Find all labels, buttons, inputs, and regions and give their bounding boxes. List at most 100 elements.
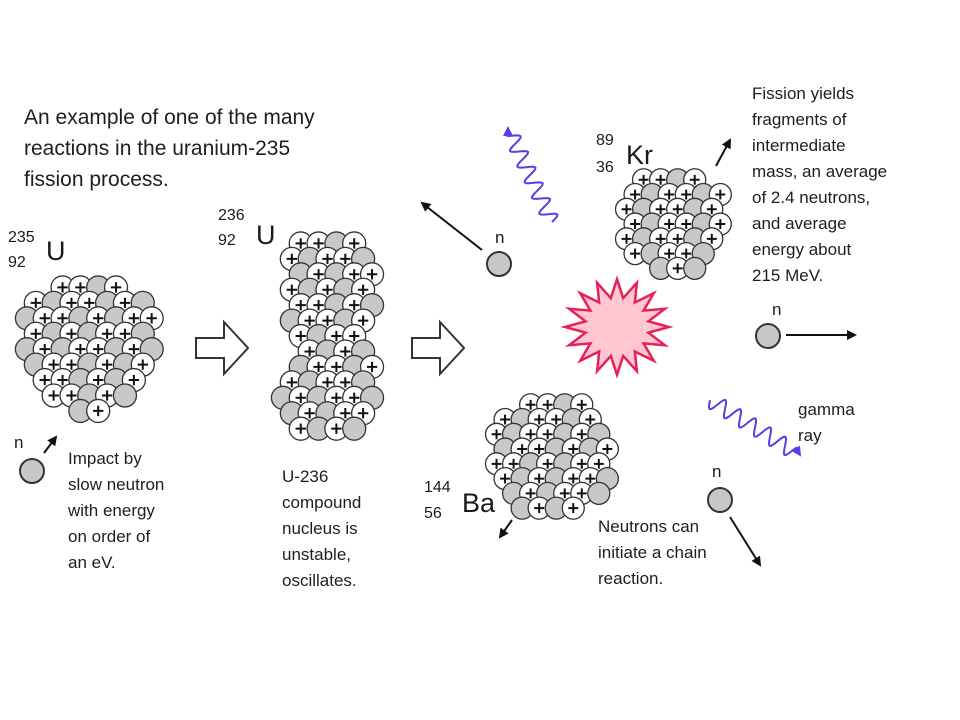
plus-sign-icon	[689, 174, 700, 185]
kr-atomic-number: 36	[596, 159, 614, 176]
plus-sign-icon	[39, 313, 50, 324]
plus-sign-icon	[706, 204, 717, 215]
emitted-neutron-right	[755, 323, 781, 349]
plus-sign-icon	[57, 313, 68, 324]
plus-sign-icon	[295, 238, 306, 249]
plus-sign-icon	[664, 248, 675, 259]
plus-sign-icon	[664, 189, 675, 200]
u236-atomic-number: 92	[218, 232, 236, 249]
incoming-neutron-arrow	[43, 435, 58, 454]
impact-note: Impact by slow neutron with energy on or…	[68, 449, 165, 572]
plus-sign-icon	[340, 346, 351, 357]
plus-sign-icon	[542, 399, 553, 410]
ba-fragment-nucleus	[484, 393, 619, 520]
plus-sign-icon	[366, 269, 378, 280]
plus-sign-icon	[715, 219, 726, 230]
plus-sign-icon	[349, 300, 360, 311]
plus-sign-icon	[664, 219, 675, 230]
plus-sign-icon	[349, 392, 360, 403]
incoming-neutron	[19, 458, 45, 484]
plus-sign-icon	[75, 344, 86, 355]
plus-sign-icon	[568, 473, 579, 484]
process-arrow-2	[411, 319, 466, 377]
plus-sign-icon	[672, 204, 683, 215]
plus-sign-icon	[349, 269, 360, 280]
plus-sign-icon	[128, 344, 140, 355]
fission-yield-note: Fission yields fragments of intermediate…	[752, 84, 888, 285]
plus-sign-icon	[304, 315, 315, 326]
plus-sign-icon	[340, 408, 351, 419]
plus-sign-icon	[491, 458, 502, 469]
plus-sign-icon	[119, 297, 131, 309]
plus-sign-icon	[331, 330, 342, 342]
plus-sign-icon	[101, 328, 113, 339]
plus-sign-icon	[295, 392, 306, 403]
plus-sign-icon	[655, 233, 666, 244]
u236-neutron	[342, 416, 367, 441]
plus-sign-icon	[517, 444, 528, 455]
plus-sign-icon	[304, 408, 315, 419]
emitted-neutron-lower-label: n	[712, 462, 722, 481]
plus-sign-icon	[681, 189, 692, 200]
u236-mass-number: 236	[218, 207, 245, 224]
plus-sign-icon	[638, 174, 649, 185]
kr-mass-number: 89	[596, 132, 614, 149]
plus-sign-icon	[630, 219, 640, 230]
plus-sign-icon	[66, 359, 77, 370]
plus-sign-icon	[322, 253, 333, 265]
plus-sign-icon	[137, 359, 148, 370]
plus-sign-icon	[322, 315, 333, 326]
plus-sign-icon	[93, 374, 104, 386]
plus-sign-icon	[286, 377, 297, 388]
plus-sign-icon	[585, 473, 596, 484]
kr-fragment-nucleus	[614, 168, 732, 281]
plus-sign-icon	[349, 238, 360, 249]
plus-sign-icon	[304, 346, 315, 357]
plus-sign-icon	[542, 458, 553, 469]
plus-sign-icon	[39, 374, 50, 386]
plus-sign-icon	[57, 374, 68, 386]
plus-sign-icon	[500, 414, 510, 425]
plus-sign-icon	[66, 390, 77, 401]
plus-sign-icon	[101, 359, 113, 370]
plus-sign-icon	[525, 399, 536, 410]
emitted-neutron-right-label: n	[772, 300, 782, 319]
gamma-ray-lower	[707, 398, 802, 457]
plus-sign-icon	[313, 361, 324, 373]
emitted-neutron-upper-label: n	[495, 228, 505, 247]
plus-sign-icon	[366, 361, 378, 373]
plus-sign-icon	[48, 359, 59, 370]
plus-sign-icon	[534, 414, 545, 425]
plus-sign-icon	[128, 374, 140, 386]
plus-sign-icon	[30, 328, 41, 339]
gamma-ray-label: gamma ray	[798, 400, 855, 445]
plus-sign-icon	[576, 429, 587, 440]
plus-sign-icon	[146, 313, 157, 324]
plus-sign-icon	[630, 189, 640, 200]
plus-sign-icon	[286, 253, 297, 265]
plus-sign-icon	[295, 330, 306, 342]
plus-sign-icon	[313, 300, 324, 311]
plus-sign-icon	[681, 248, 692, 259]
plus-sign-icon	[551, 414, 562, 425]
plus-sign-icon	[331, 361, 342, 373]
plus-sign-icon	[621, 233, 632, 244]
plus-sign-icon	[84, 297, 95, 309]
emitted-neutron-lower-arrow	[729, 516, 762, 567]
plus-sign-icon	[542, 429, 553, 440]
emitted-neutron-upper-arrow	[420, 201, 483, 251]
plus-sign-icon	[681, 219, 692, 230]
plus-sign-icon	[93, 313, 104, 324]
plus-sign-icon	[672, 263, 683, 274]
plus-sign-icon	[568, 503, 579, 514]
emitted-neutron-lower	[707, 487, 733, 513]
plus-sign-icon	[585, 414, 596, 425]
compound-nucleus-note: U-236 compound nucleus is unstable, osci…	[282, 467, 362, 590]
plus-sign-icon	[340, 253, 351, 265]
plus-sign-icon	[340, 377, 351, 388]
plus-sign-icon	[66, 328, 77, 339]
energy-release-burst	[560, 275, 674, 379]
plus-sign-icon	[706, 233, 717, 244]
plus-sign-icon	[286, 284, 297, 295]
